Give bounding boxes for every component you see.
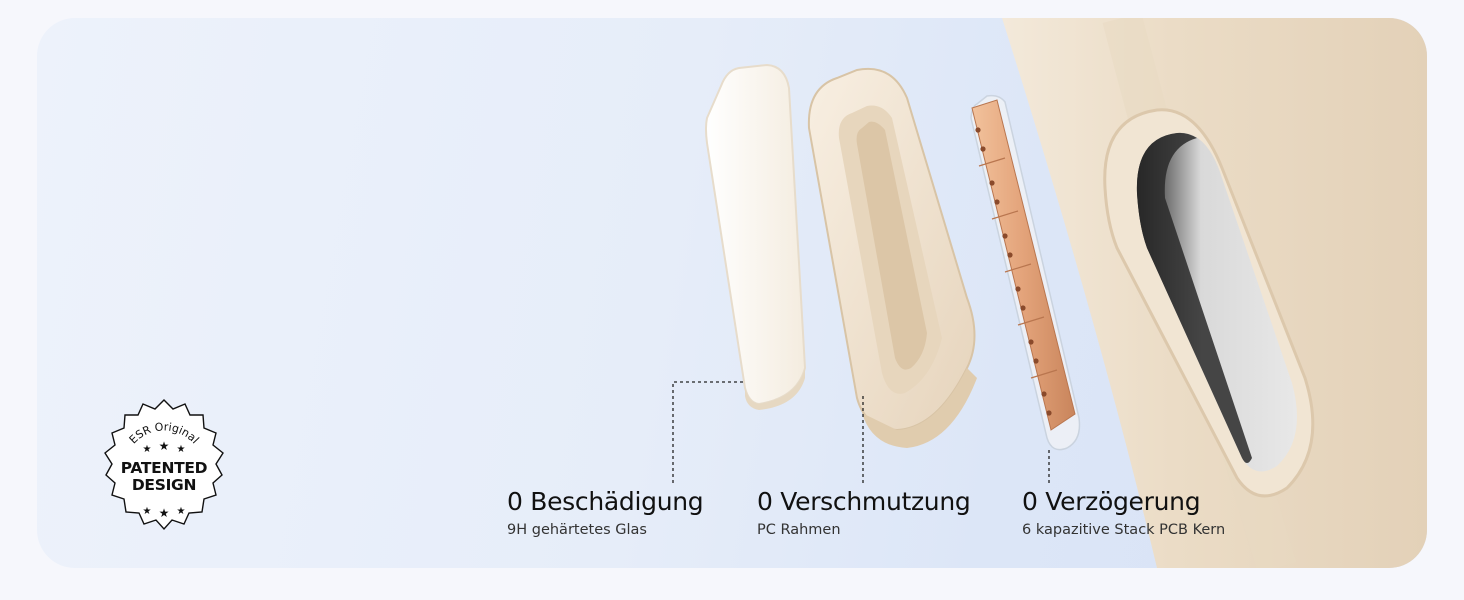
feature-glass: 0 Beschädigung 9H gehärtetes Glas <box>507 486 704 538</box>
svg-text:★: ★ <box>143 444 152 455</box>
feature-subtitle: 9H gehärtetes Glas <box>507 522 647 538</box>
feature-pcb: 0 Verzögerung 6 kapazitive Stack PCB Ker… <box>1022 486 1225 538</box>
feature-subtitle: PC Rahmen <box>757 522 841 538</box>
feature-frame: 0 Verschmutzung PC Rahmen <box>757 486 971 538</box>
badge-stars-bottom: ★ ★ ★ <box>143 506 186 520</box>
pcb-core-layer <box>970 94 1081 451</box>
badge-line-2: DESIGN <box>131 476 197 494</box>
feature-title: 0 Verzögerung <box>1022 487 1201 516</box>
product-feature-card: ESR Original ★ ★ ★ ★ ★ ★ PATENTED DESIGN… <box>37 18 1427 568</box>
badge-line-1: PATENTED <box>120 459 208 477</box>
pc-frame-layer <box>807 67 977 448</box>
feature-title: 0 Verschmutzung <box>757 487 971 516</box>
svg-text:★: ★ <box>159 439 170 453</box>
feature-subtitle: 6 kapazitive Stack PCB Kern <box>1022 522 1226 538</box>
glass-layer <box>705 63 807 410</box>
leader-lines <box>672 381 1050 484</box>
badge-stars-top: ★ ★ ★ <box>143 439 186 455</box>
svg-text:★: ★ <box>177 444 186 455</box>
svg-text:★: ★ <box>143 506 152 517</box>
patented-design-badge: ESR Original ★ ★ ★ ★ ★ ★ PATENTED DESIGN <box>89 396 239 546</box>
badge-seal-icon: ESR Original ★ ★ ★ ★ ★ ★ <box>104 399 224 531</box>
svg-text:★: ★ <box>159 506 170 520</box>
svg-text:★: ★ <box>177 506 186 517</box>
feature-title: 0 Beschädigung <box>507 487 704 516</box>
